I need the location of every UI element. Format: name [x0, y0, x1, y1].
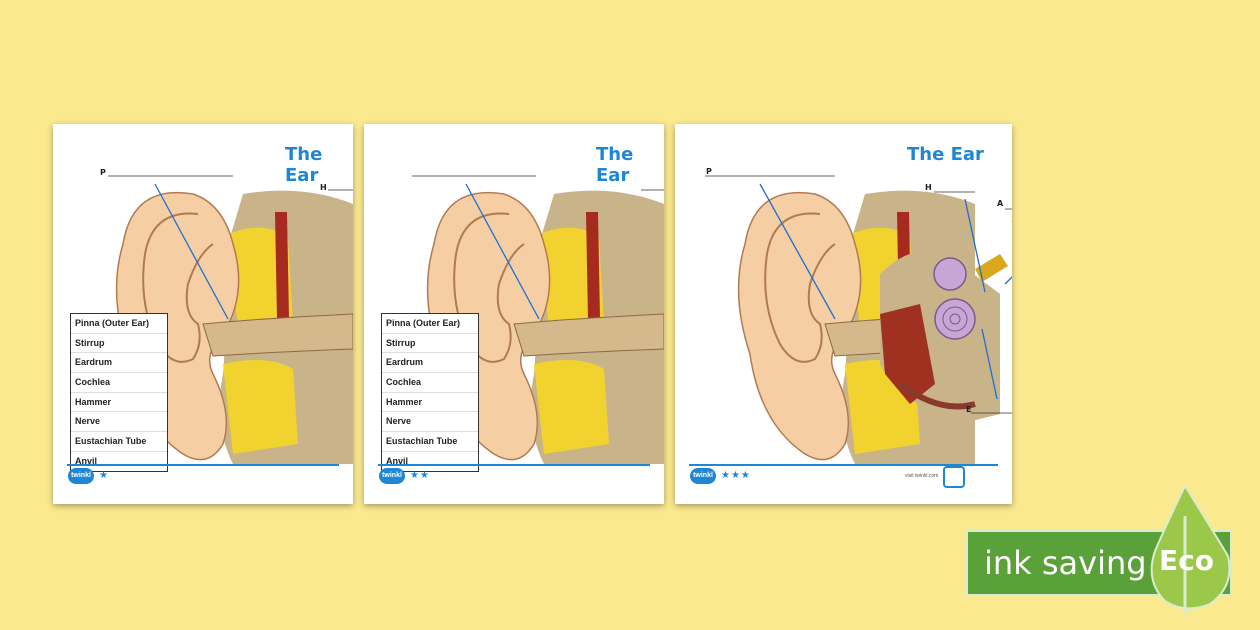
worksheet-2[interactable]: The Ear Pinna (Outer Ear) Stirrup Eardru…	[364, 124, 664, 504]
label-h: H	[925, 183, 932, 192]
word-bank-item: Eustachian Tube	[71, 432, 167, 452]
twinkl-logo: twinkl	[379, 468, 405, 484]
word-bank-item: Pinna (Outer Ear)	[382, 314, 478, 334]
ear-diagram	[705, 175, 1012, 465]
word-bank-item: Hammer	[71, 393, 167, 413]
eco-badge-text: Eco	[1159, 544, 1214, 577]
footer-url: visit twinkl.com	[905, 473, 939, 479]
word-bank-item: Nerve	[382, 412, 478, 433]
word-bank-item: Cochlea	[382, 373, 478, 393]
word-bank-item: Stirrup	[382, 334, 478, 354]
twinkl-logo: twinkl	[690, 468, 716, 484]
quality-badge-icon	[943, 466, 965, 488]
leaf-icon	[1150, 486, 1231, 616]
label-p: P	[706, 167, 712, 176]
footer-divider	[67, 464, 339, 466]
eco-banner-text: ink saving	[984, 544, 1147, 582]
word-bank-item: Eardrum	[382, 353, 478, 374]
sheet-title: The Ear	[285, 144, 323, 186]
label-a: A	[997, 199, 1004, 208]
word-bank-item: Anvil	[386, 455, 409, 466]
worksheet-3[interactable]: The Ear P H A S N C E E T twinkl ★★★ vis…	[675, 124, 1012, 504]
footer-divider	[689, 464, 998, 466]
word-bank-item: Eustachian Tube	[382, 432, 478, 452]
ear-diagram	[108, 175, 353, 465]
twinkl-logo: twinkl	[68, 468, 94, 484]
word-bank-item: Cochlea	[71, 373, 167, 393]
word-bank-item: Eardrum	[71, 353, 167, 374]
label-h: H	[320, 183, 327, 192]
label-p: P	[100, 168, 106, 177]
word-bank-item: Stirrup	[71, 334, 167, 354]
difficulty-stars: ★	[99, 470, 109, 481]
word-bank-item: Pinna (Outer Ear)	[71, 314, 167, 334]
difficulty-stars: ★★	[410, 470, 430, 481]
word-bank: Pinna (Outer Ear) Stirrup Eardrum Cochle…	[381, 313, 479, 472]
worksheet-1[interactable]: The Ear P H Pinna (Outer Ear) Stirrup Ea…	[53, 124, 353, 504]
word-bank-item: Hammer	[382, 393, 478, 413]
sheet-title: The Ear	[596, 144, 634, 186]
difficulty-stars: ★★★	[721, 470, 751, 481]
label-e-eardrum: E	[966, 405, 972, 414]
word-bank: Pinna (Outer Ear) Stirrup Eardrum Cochle…	[70, 313, 168, 472]
sheet-title: The Ear	[907, 144, 984, 165]
word-bank-item: Nerve	[71, 412, 167, 433]
word-bank-item: Anvil	[75, 455, 98, 466]
footer-divider	[378, 464, 650, 466]
ear-diagram	[412, 175, 664, 465]
